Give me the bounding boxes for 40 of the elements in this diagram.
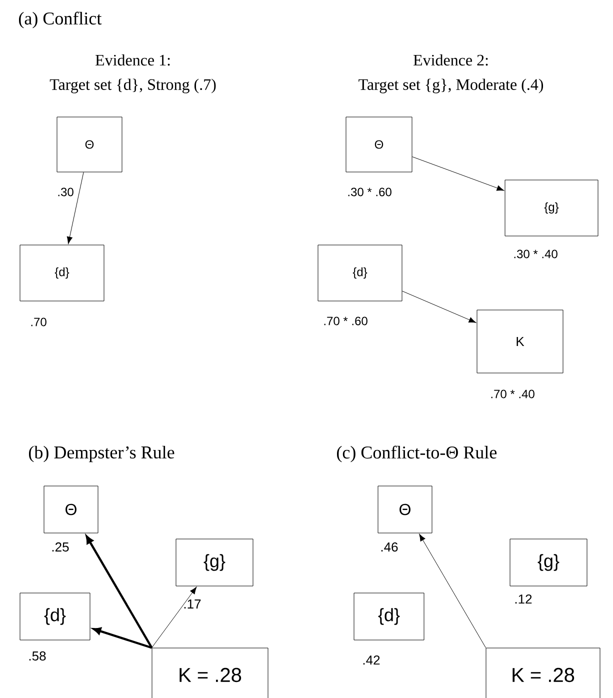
evidence-heading: Target set {d}, Strong (.7)	[50, 78, 216, 94]
panel-title: (b) Dempster’s Rule	[29, 446, 174, 462]
evidence-heading: Evidence 2:	[414, 54, 488, 66]
arrow	[66, 172, 84, 244]
arrow	[402, 290, 476, 323]
set-box: {d}	[318, 244, 402, 302]
mass-value: .58	[29, 651, 46, 661]
arrow	[419, 534, 486, 648]
panel-title: (c) Conflict-to-Θ Rule	[337, 446, 497, 462]
mass-value: .17	[184, 600, 201, 608]
set-box: {d}	[20, 244, 104, 302]
mass-value: .46	[381, 542, 398, 552]
arrow	[152, 586, 197, 648]
mass-value: .70 * .60	[324, 316, 368, 326]
set-box: Θ	[56, 116, 122, 172]
arrow	[93, 627, 152, 649]
set-box: {g}	[176, 538, 254, 586]
arrow	[412, 156, 504, 191]
set-box: {d}	[354, 592, 424, 640]
set-box: K = .28	[486, 648, 600, 698]
set-box: K	[476, 310, 564, 374]
mass-value: .30 * .40	[514, 250, 558, 258]
mass-value: .70	[31, 318, 46, 326]
evidence-heading: Evidence 1:	[95, 54, 170, 66]
set-box: Θ	[346, 116, 412, 172]
panel-title: (a) Conflict	[19, 12, 102, 28]
set-box: K = .28	[152, 648, 268, 698]
set-box: {g}	[510, 538, 588, 586]
mass-value: .25	[52, 542, 69, 552]
set-box: {g}	[504, 180, 598, 236]
mass-value: .12	[515, 594, 532, 604]
mass-value: .30 * .60	[348, 188, 392, 196]
mass-value: .30	[58, 188, 74, 196]
mass-value: .70 * .40	[491, 390, 534, 398]
arrow	[86, 536, 153, 648]
set-box: Θ	[44, 486, 98, 534]
set-box: {d}	[20, 592, 90, 640]
evidence-heading: Target set {g}, Moderate (.4)	[358, 78, 544, 94]
mass-value: .42	[363, 655, 380, 665]
set-box: Θ	[378, 486, 432, 534]
